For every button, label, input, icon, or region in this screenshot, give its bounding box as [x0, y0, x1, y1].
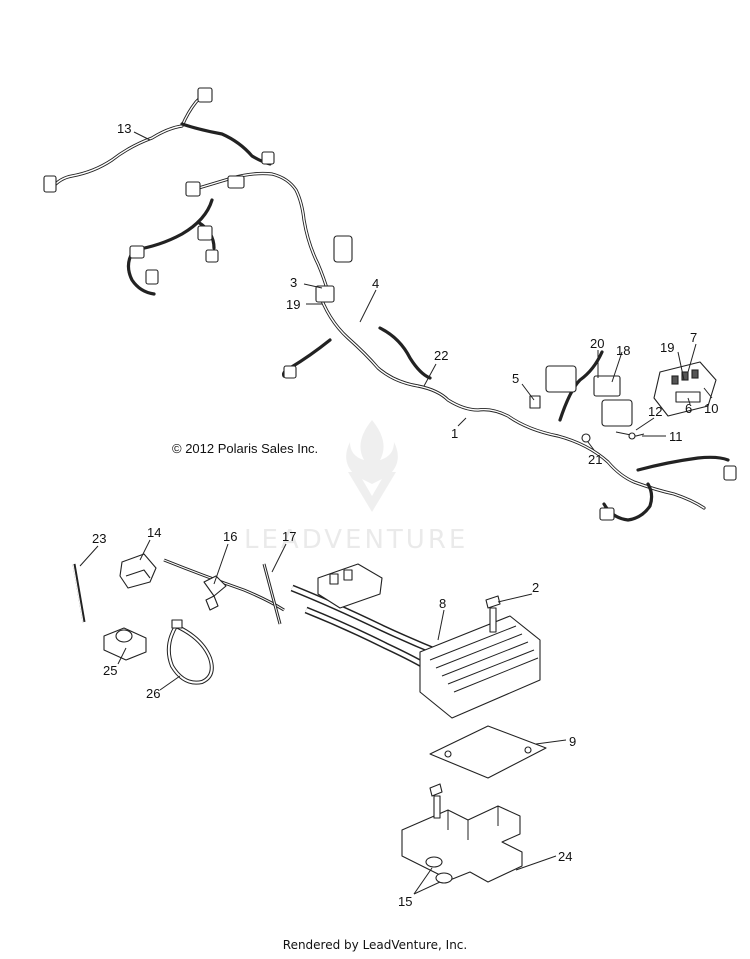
clip-14	[119, 553, 157, 589]
plate-9	[429, 725, 547, 779]
leadventure-watermark: LEADVENTURE	[244, 420, 468, 555]
small-fittings	[529, 395, 645, 443]
callout-7: 7	[690, 330, 697, 345]
callout-17: 17	[282, 529, 296, 544]
callout-19: 19	[286, 297, 300, 312]
connector	[723, 465, 737, 481]
callout-20: 20	[590, 336, 604, 351]
cable-tie-17	[262, 563, 282, 625]
footer-credit: Rendered by LeadVenture, Inc.	[282, 938, 468, 952]
connector	[315, 285, 335, 303]
tie-mount-16	[163, 558, 285, 612]
strap-26	[166, 619, 214, 685]
fuse	[681, 371, 689, 381]
harness-13	[43, 87, 275, 193]
callout-25: 25	[103, 663, 117, 678]
cable-tie-23	[72, 563, 86, 623]
bolt-2	[485, 595, 501, 633]
relay-cluster	[545, 365, 633, 427]
callout-1: 1	[451, 426, 458, 441]
clip-12	[628, 432, 636, 440]
copyright-notice: © 2012 Polaris Sales Inc.	[172, 441, 319, 456]
fuse-box	[601, 399, 633, 427]
watermark-v-icon	[348, 472, 396, 512]
fuse	[671, 375, 679, 385]
voltage-regulator-8	[290, 563, 541, 719]
connector	[197, 225, 213, 241]
fuse-block	[653, 361, 717, 417]
callout-14: 14	[147, 525, 161, 540]
callout-21: 21	[588, 452, 602, 467]
callout-18: 18	[616, 343, 630, 358]
callout-24: 24	[558, 849, 572, 864]
callout-8: 8	[439, 596, 446, 611]
callout-16: 16	[223, 529, 237, 544]
connector	[205, 249, 219, 263]
nut-15	[425, 856, 443, 868]
fuse-row	[675, 391, 701, 403]
callout-9: 9	[569, 734, 576, 749]
callout-26: 26	[146, 686, 160, 701]
clamp-25	[103, 627, 147, 661]
connector-5	[529, 395, 541, 409]
bolt-shank	[433, 795, 441, 819]
connector	[197, 87, 213, 103]
connector	[283, 365, 297, 379]
callout-15: 15	[398, 894, 412, 909]
callout-19b: 19	[660, 340, 674, 355]
watermark-flame-icon	[346, 420, 398, 484]
callout-4: 4	[372, 276, 379, 291]
connector	[599, 507, 615, 521]
watermark-text: LEADVENTURE	[244, 525, 468, 555]
callout-12: 12	[648, 404, 662, 419]
callout-10: 10	[704, 401, 718, 416]
callout-13: 13	[117, 121, 131, 136]
callout-23: 23	[92, 531, 106, 546]
connector	[261, 151, 275, 165]
connector	[43, 175, 57, 193]
callout-5: 5	[512, 371, 519, 386]
relay-18	[593, 375, 621, 397]
screw-21	[581, 433, 591, 443]
callout-11: 11	[669, 429, 683, 444]
connector	[333, 235, 353, 263]
connector	[145, 269, 159, 285]
nut-15	[435, 872, 453, 884]
leader-lines	[79, 131, 713, 895]
bolt	[429, 783, 443, 797]
callout-22: 22	[434, 348, 448, 363]
fuse	[691, 369, 699, 379]
callout-6: 6	[685, 401, 692, 416]
connector	[129, 245, 145, 259]
harness-branch-upper	[126, 171, 330, 296]
callout-3: 3	[290, 275, 297, 290]
callout-2: 2	[532, 580, 539, 595]
connector	[185, 181, 201, 197]
callouts: 13 3 19 4 22 1 5 20 18 19 7 6 10 12 11 2…	[92, 121, 718, 909]
connector	[227, 175, 245, 189]
bracket-24	[401, 783, 523, 884]
main-harness-1	[282, 235, 737, 522]
relay-block	[545, 365, 577, 393]
